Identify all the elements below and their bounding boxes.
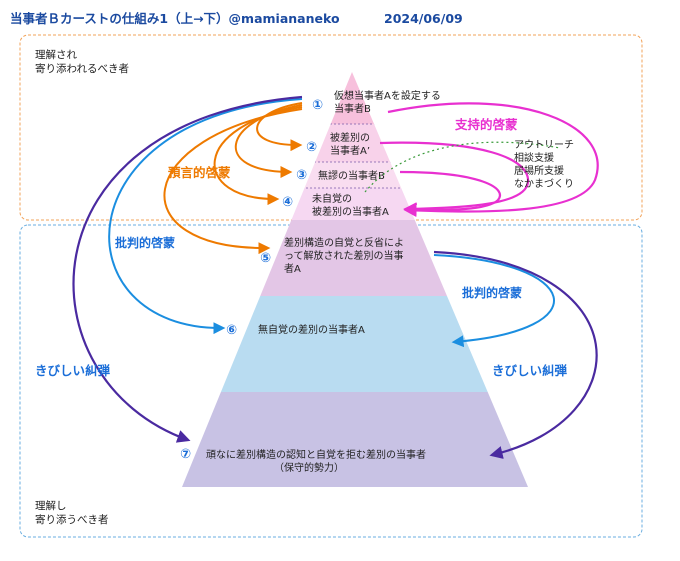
band-7 (182, 392, 528, 487)
label-supportive: 支持的啓蒙 (454, 117, 518, 132)
bottom-region-label-1: 理解し (35, 499, 67, 512)
level-1-line-1: 仮想当事者Aを設定する (334, 89, 441, 102)
level-7-number: ⑦ (180, 447, 191, 462)
level-4-line-1: 未自覚の (312, 192, 352, 205)
label-critical-right: 批判的啓蒙 (462, 285, 522, 300)
magenta-arrow-3 (399, 170, 501, 217)
label-harsh-left: きびしい糾弾 (35, 363, 111, 378)
outreach-4: なかまづくり (514, 178, 574, 190)
band-6 (182, 296, 528, 392)
level-6-number: ⑥ (226, 323, 237, 338)
label-critical-left: 批判的啓蒙 (115, 235, 175, 250)
level-5-line-3: 者A (284, 263, 301, 275)
level-1-line-2: 当事者B (334, 102, 371, 115)
level-2-line-1: 被差別の (330, 131, 370, 144)
top-region-label-1: 理解され (35, 48, 77, 61)
bottom-region-label-2: 寄り添うべき者 (35, 513, 109, 526)
label-harsh-right: きびしい糾弾 (492, 363, 568, 378)
outreach-2: 相談支援 (514, 151, 554, 164)
level-3-number: ③ (296, 168, 307, 183)
level-5-line-1: 差別構造の自覚と反省によ (284, 236, 404, 249)
level-5-line-2: って解放された差別の当事 (284, 249, 404, 262)
orange-arrow-to-2 (256, 102, 303, 152)
level-2-line-2: 当事者A’ (330, 144, 370, 157)
blue-arrow-left (108, 98, 303, 335)
level-7-line-2: （保守的勢力） (274, 461, 344, 474)
orange-arrow-to-4 (213, 106, 303, 206)
magenta-arrow-1 (387, 102, 599, 218)
level-1-number: ① (312, 98, 323, 113)
level-4-line-2: 被差別の当事者A (312, 205, 389, 218)
date-label: 2024/06/09 (384, 11, 463, 26)
level-4-number: ④ (282, 195, 293, 210)
blue-arrow-right (433, 254, 555, 348)
level-3-line-1: 無謬の当事者B (318, 169, 385, 182)
purple-arrow-right (433, 250, 598, 459)
purple-arrow-left (72, 95, 303, 443)
level-2-number: ② (306, 140, 317, 155)
top-region-label-2: 寄り添われるべき者 (35, 62, 129, 75)
page-title: 当事者Ｂカーストの仕組み1（上→下）@mamiananeko (10, 11, 340, 26)
outreach-dotted-curve (364, 141, 561, 193)
level-5-number: ⑤ (260, 251, 271, 266)
outreach-1: アウトリーチ (514, 139, 574, 151)
label-predictive: 預言的啓蒙 (168, 165, 231, 180)
level-7-line-1: 頑なに差別構造の認知と自覚を拒む差別の当事者 (206, 448, 426, 461)
orange-arrow-to-5 (163, 108, 303, 255)
level-6-line-1: 無自覚の差別の当事者A (258, 323, 365, 336)
magenta-arrow-2 (379, 141, 530, 216)
outreach-3: 居場所支援 (514, 164, 564, 177)
